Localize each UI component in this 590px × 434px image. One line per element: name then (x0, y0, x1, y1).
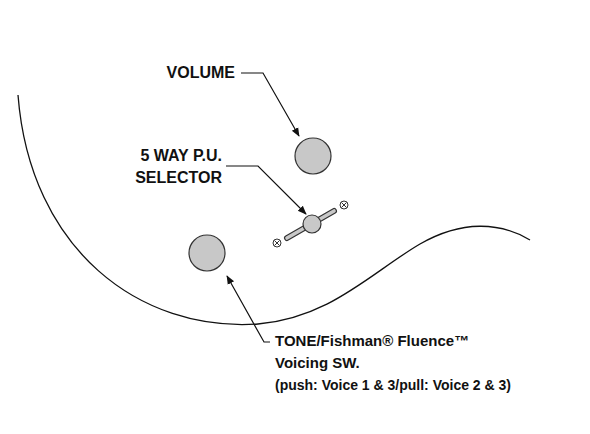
body-outline (18, 95, 530, 325)
part-label: (push: Voice 1 & 3/pull: Voice 2 & 3) (275, 374, 511, 396)
leader-line (226, 166, 306, 214)
part-label: VOLUME (167, 62, 235, 84)
tone-knob (189, 235, 225, 271)
part-label: TONE/Fishman® Fluence™ Voicing SW. (275, 330, 480, 374)
part-label: 5 WAY P.U. SELECTOR (110, 145, 222, 189)
selector-switch (273, 201, 348, 247)
volume-knob (295, 138, 331, 174)
leader-line (241, 73, 299, 136)
leader-line (227, 276, 270, 342)
